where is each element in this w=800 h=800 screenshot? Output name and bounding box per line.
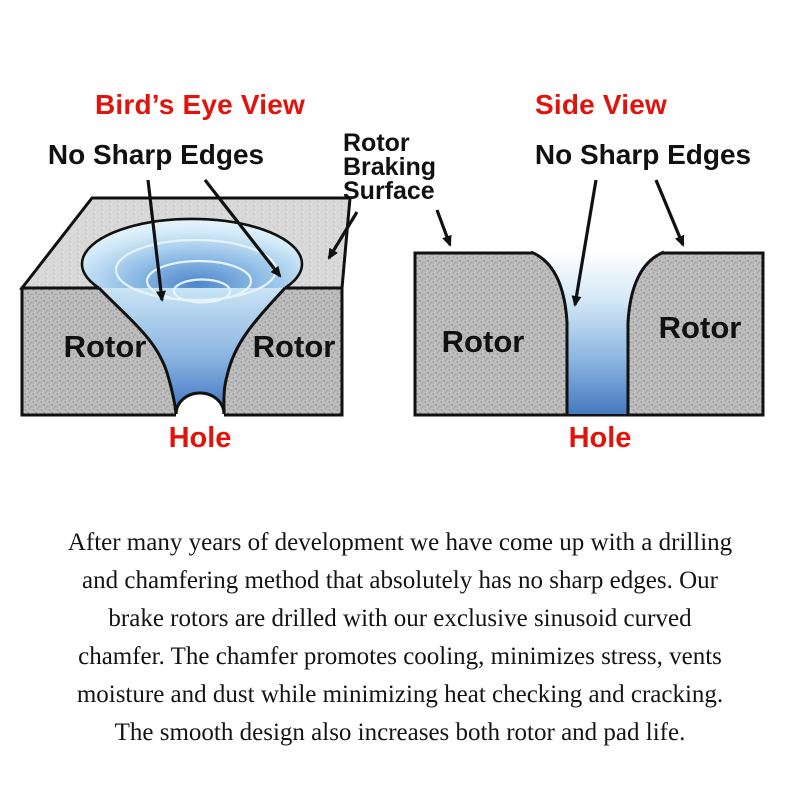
paragraph-line: brake rotors are drilled with our exclus… — [108, 605, 692, 632]
sinusoid-ring-3 — [172, 278, 232, 304]
rotor-braking-surface-label: Rotor Braking Surface — [343, 129, 437, 205]
hole-exit-notch-outline — [174, 391, 226, 415]
arrow-braking-surface-right — [435, 209, 452, 247]
funnel-outline-right — [222, 286, 287, 415]
description-paragraph: After many years of development we have … — [0, 524, 800, 752]
hole-label-birdseye: Hole — [168, 422, 232, 454]
crater-rim-outline — [80, 217, 304, 290]
chamfer-outline-left — [530, 250, 569, 414]
annotation-arrows — [146, 179, 685, 307]
funnel-outline-left — [97, 286, 178, 415]
paragraph-line: and chamfering method that absolutely ha… — [82, 567, 718, 594]
side-view-diagram — [413, 250, 765, 417]
chamfer-crater — [82, 219, 302, 309]
arrow-braking-surface-left — [327, 211, 359, 260]
hole-label-sideview: Hole — [568, 422, 632, 454]
paragraph-line: chamfer. The chamfer promotes cooling, m… — [78, 643, 722, 670]
rotor-label-birdseye-right: Rotor — [252, 329, 336, 364]
rotor-braking-surface-line2: Braking — [343, 153, 437, 181]
hole-exit-notch — [176, 393, 224, 417]
birds-eye-title: Bird’s Eye View — [95, 89, 305, 120]
chamfer-funnel — [99, 288, 285, 414]
arrow-nse-right-2 — [654, 179, 685, 247]
side-view-title: Side View — [534, 89, 668, 120]
rotor-label-sideview-left: Rotor — [441, 324, 525, 359]
rotor-braking-surface-line3: Surface — [343, 177, 435, 205]
no-sharp-edges-label-right: No Sharp Edges — [534, 139, 752, 170]
rotor-label-birdseye-left: Rotor — [63, 329, 147, 364]
hole-channel — [531, 251, 664, 414]
chamfer-outline-right — [626, 250, 665, 414]
paragraph-line: moisture and dust while minimizing heat … — [76, 681, 724, 708]
arrow-nse-left-1 — [146, 179, 166, 302]
paragraph-line: The smooth design also increases both ro… — [114, 719, 686, 746]
arrow-nse-right-1 — [571, 179, 598, 307]
no-sharp-edges-label-left: No Sharp Edges — [47, 139, 265, 170]
paragraph-line: After many years of development we have … — [67, 529, 733, 556]
sinusoid-ring-2 — [145, 259, 253, 303]
birds-eye-diagram — [18, 196, 352, 417]
rotor-label-sideview-right: Rotor — [658, 310, 742, 345]
rotor-braking-surface-line1: Rotor — [343, 129, 410, 157]
arrow-nse-left-2 — [203, 179, 282, 278]
